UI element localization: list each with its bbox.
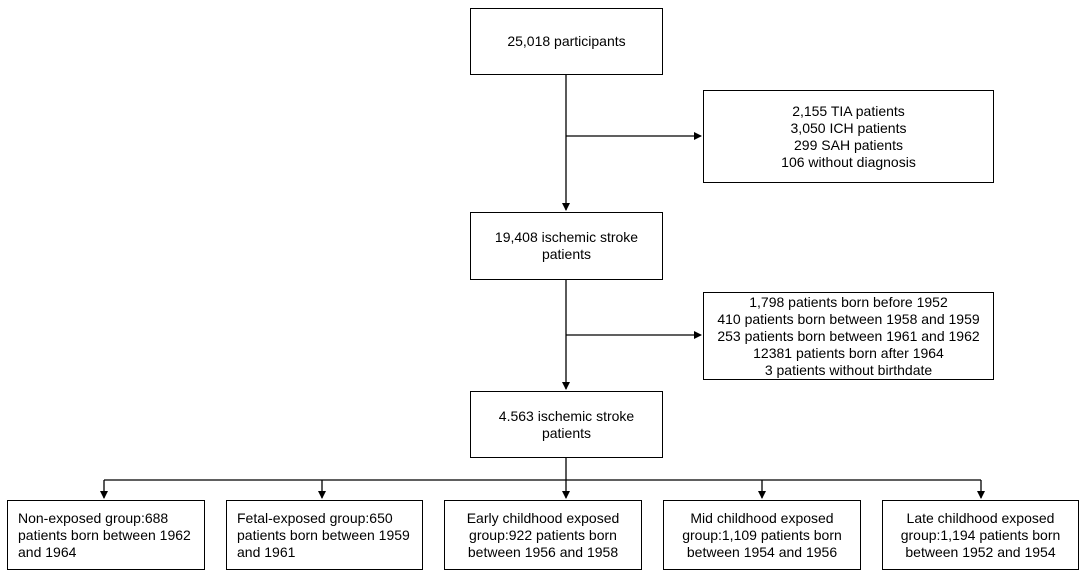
node-text-line: 3,050 ICH patients (790, 119, 907, 136)
node-text-line: Early childhood exposed (466, 509, 620, 526)
node-text-line: 410 patients born between 1958 and 1959 (717, 310, 980, 327)
node-text-line: group:1,194 patients born (900, 526, 1061, 543)
node-text-line: and 1961 (237, 543, 296, 560)
node-text-line: 2,155 TIA patients (792, 102, 905, 119)
node-text-line: patients (541, 424, 592, 441)
node-text-line: between 1952 and 1954 (905, 543, 1056, 560)
node-text-line: 3 patients without birthdate (764, 361, 933, 378)
node-text-line: group:1,109 patients born (682, 526, 842, 543)
node-text-line: 1,798 patients born before 1952 (749, 293, 948, 310)
node-text-line: 253 patients born between 1961 and 1962 (717, 327, 980, 344)
node-text-line: 299 SAH patients (794, 136, 903, 153)
node-text-line: Fetal-exposed group:650 (237, 509, 393, 526)
node-text-line: Mid childhood exposed (690, 509, 834, 526)
node-text-line: group:922 patients born (469, 526, 617, 543)
node-text-line: 4.563 ischemic stroke (498, 407, 635, 424)
node-text-line: 25,018 participants (507, 33, 626, 49)
node-text-line: 12381 patients born after 1964 (753, 344, 944, 361)
node-text-line: Non-exposed group:688 (18, 509, 169, 526)
node-text-line: 106 without diagnosis (781, 153, 916, 170)
node-text-line: 19,408 ischemic stroke (494, 229, 639, 245)
node-text-line: between 1956 and 1958 (467, 543, 619, 560)
node-text-line: patients born between 1959 (237, 526, 410, 543)
node-text-line: and 1964 (18, 543, 77, 560)
node-text-line: Late childhood exposed (906, 509, 1055, 526)
node-text-line: between 1954 and 1956 (686, 543, 838, 560)
node-participants: 25,018 participants (470, 8, 663, 75)
node-text-line: patients (541, 246, 592, 262)
node-text-line: patients born between 1962 (18, 526, 191, 543)
